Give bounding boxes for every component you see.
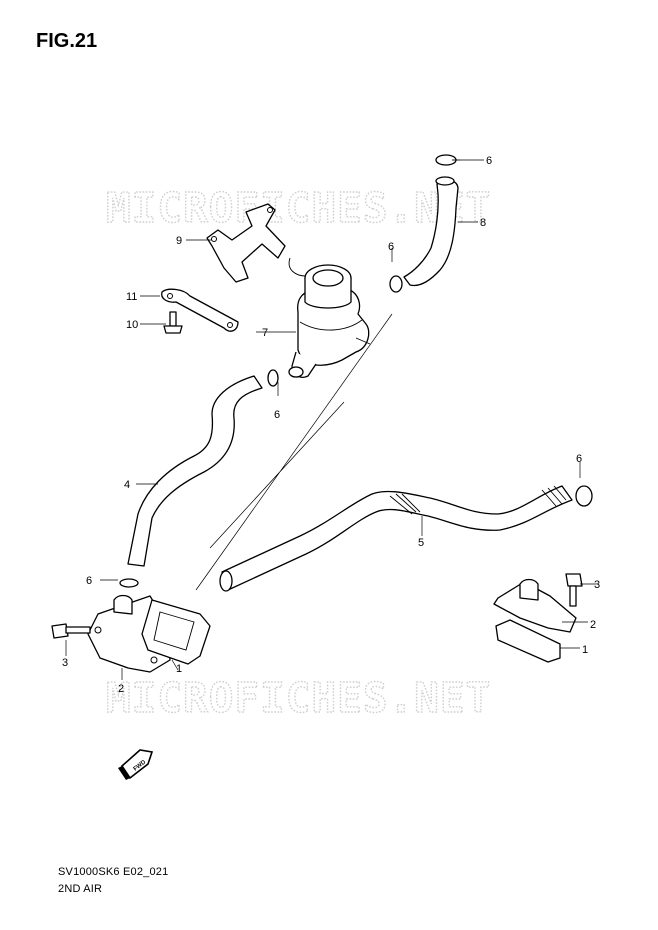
callout-5: 5 (418, 537, 424, 549)
callout-6-top: 6 (486, 155, 492, 167)
callout-1-left: 1 (176, 663, 182, 675)
callout-3-right: 3 (594, 579, 600, 591)
callout-11: 11 (126, 291, 137, 303)
reed-valve-part-7 (288, 257, 370, 378)
hose-part-5 (219, 485, 573, 592)
callout-6-valve-bottom: 6 (274, 409, 280, 421)
clamp-part-6-top (435, 154, 460, 166)
callout-6-left: 6 (86, 575, 92, 587)
gasket-part-1-left (141, 599, 211, 665)
callout-4: 4 (124, 479, 130, 491)
watermark-top: MICROFICHES.NET (106, 184, 491, 232)
bracket-part-9 (206, 203, 286, 283)
callout-9: 9 (176, 235, 182, 247)
callout-3-left: 3 (62, 657, 68, 669)
clamp-part-6-valve-bottom (267, 369, 279, 387)
clamp-part-6-left (119, 578, 139, 588)
model-code: SV1000SK6 E02_021 (58, 866, 169, 878)
hose-part-8 (403, 176, 459, 287)
watermark-bottom: MICROFICHES.NET (106, 674, 491, 722)
screw-part-10 (163, 311, 183, 334)
bolt-part-3-left (51, 623, 91, 639)
callout-7: 7 (262, 327, 268, 339)
hose-part-4 (127, 375, 263, 567)
callout-2-left: 2 (118, 683, 124, 695)
cover-part-2-right (493, 578, 577, 633)
callout-6-hose-right: 6 (576, 453, 582, 465)
callout-6-valve: 6 (388, 241, 394, 253)
guide-lines (195, 313, 393, 591)
callout-8: 8 (480, 217, 486, 229)
stay-plate-part-11 (161, 288, 239, 332)
leader-lines (65, 159, 596, 680)
callout-2-right: 2 (590, 619, 596, 631)
gasket-part-1-right (495, 619, 561, 663)
section-name: 2ND AIR (58, 883, 103, 895)
callout-10: 10 (126, 319, 138, 331)
clamp-part-6-valve-right (389, 275, 403, 293)
callout-1-right: 1 (582, 644, 588, 656)
figure-title: FIG.21 (36, 30, 98, 52)
clamp-part-6-hose-right (575, 485, 593, 507)
fwd-arrow-icon: FWD (118, 749, 154, 780)
bolt-part-3-right (565, 573, 583, 607)
